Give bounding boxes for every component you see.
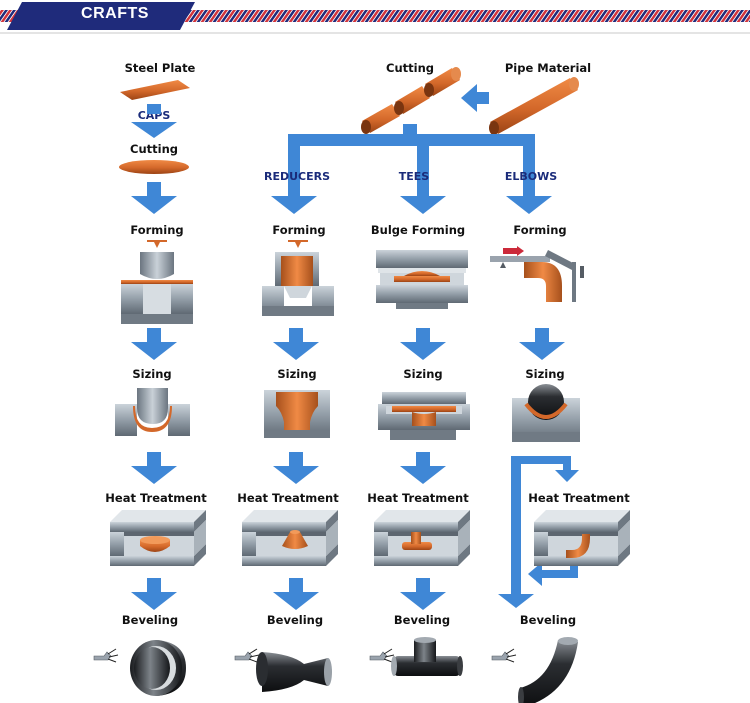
- beveling-label-tees: Beveling: [394, 613, 450, 627]
- heat-label-tees: Heat Treatment: [367, 491, 469, 505]
- arrow-pipe-to-cutting: [461, 84, 489, 112]
- arrow-caps-sizing: [131, 328, 177, 360]
- elbows-bypass-arrows: [498, 456, 579, 608]
- beveling-label-caps: Beveling: [122, 613, 178, 627]
- sizing-caps-icon: [115, 388, 190, 436]
- tee-product: [391, 637, 463, 676]
- arrow-reducers-beveling: [273, 578, 319, 610]
- caps-label: CAPS: [138, 109, 171, 122]
- arrow-caps-beveling: [131, 578, 177, 610]
- forming-label-tees: Bulge Forming: [371, 223, 465, 237]
- sizing-reducers-icon: [264, 390, 330, 438]
- heat-elbows-furnace: [534, 510, 630, 566]
- forming-caps-icon: [121, 240, 193, 324]
- header-title: CRAFTS: [81, 5, 149, 22]
- pipe-material-label: Pipe Material: [505, 61, 591, 75]
- sizing-tees-icon: [378, 392, 470, 440]
- sizing-label-elbows: Sizing: [525, 367, 564, 381]
- steel-plate-icon: [120, 80, 190, 100]
- sizing-label-reducers: Sizing: [277, 367, 316, 381]
- branch-connector: [271, 124, 552, 214]
- bevel-nozzle-icon: [93, 648, 119, 663]
- heat-label-reducers: Heat Treatment: [237, 491, 339, 505]
- cutting-left-label: Cutting: [130, 142, 178, 156]
- category-elbows: ELBOWS: [505, 170, 557, 183]
- sizing-label-tees: Sizing: [403, 367, 442, 381]
- arrow-tees-beveling: [400, 578, 446, 610]
- bevel-nozzle-icon: [369, 648, 395, 663]
- sizing-elbows-icon: [512, 384, 580, 442]
- heat-tees-furnace: [374, 510, 470, 566]
- arrow-reducers-sizing: [273, 328, 319, 360]
- pipe-material-icon: [489, 77, 579, 135]
- arrow-elbows-sizing: [519, 328, 565, 360]
- header-stripe-pattern: [0, 2, 750, 34]
- bevel-nozzle-icon: [491, 648, 517, 663]
- beveling-label-reducers: Beveling: [267, 613, 323, 627]
- forming-reducers-icon: [262, 240, 334, 316]
- sizing-label-caps: Sizing: [132, 367, 171, 381]
- arrow-tees-sizing: [400, 328, 446, 360]
- heat-reducers-furnace: [242, 510, 338, 566]
- forming-label-caps: Forming: [130, 223, 183, 237]
- bevel-nozzle-icon: [234, 648, 260, 663]
- arrow-caps-forming: [131, 182, 177, 214]
- arrow-reducers-heat: [273, 452, 319, 484]
- caps-arrow: [131, 104, 177, 138]
- reducer-product: [256, 652, 332, 692]
- cut-pipe-icon: [361, 67, 461, 134]
- heat-label-caps: Heat Treatment: [105, 491, 207, 505]
- beveling-label-elbows: Beveling: [520, 613, 576, 627]
- cut-disc-icon: [119, 160, 189, 174]
- forming-label-elbows: Forming: [513, 223, 566, 237]
- elbow-product: [518, 637, 578, 703]
- header-bar: CRAFTS: [0, 0, 750, 34]
- heat-label-elbows: Heat Treatment: [528, 491, 630, 505]
- forming-elbows-icon: [490, 246, 584, 302]
- steel-plate-label: Steel Plate: [125, 61, 196, 75]
- pipe-cap-product: [130, 640, 186, 696]
- arrow-tees-heat: [400, 452, 446, 484]
- category-reducers: REDUCERS: [264, 170, 330, 183]
- arrow-caps-heat: [131, 452, 177, 484]
- forming-label-reducers: Forming: [272, 223, 325, 237]
- header-title-tab: [7, 2, 195, 30]
- cutting-top-label: Cutting: [386, 61, 434, 75]
- category-tees: TEES: [399, 170, 430, 183]
- forming-tees-icon: [376, 250, 468, 309]
- heat-caps-furnace: [110, 510, 206, 566]
